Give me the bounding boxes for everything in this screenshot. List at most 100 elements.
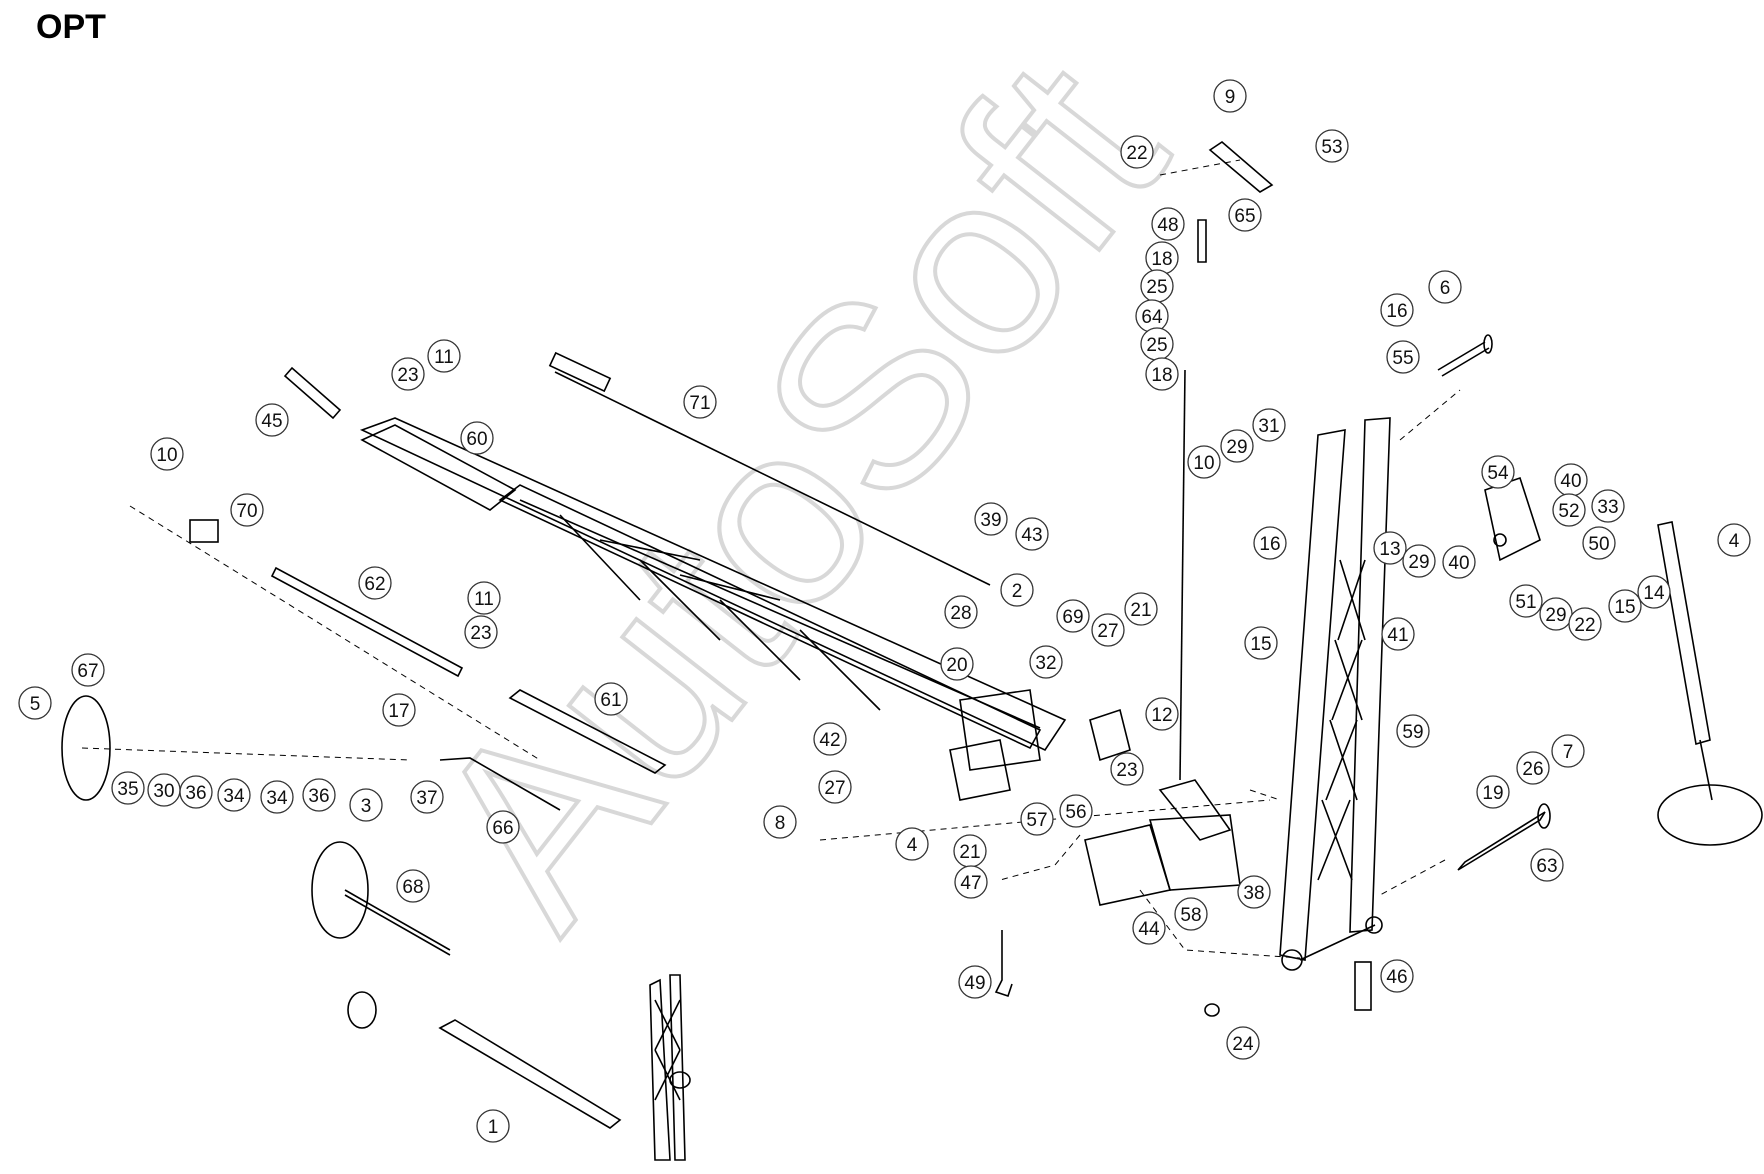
callout-44: 44: [1132, 911, 1166, 945]
beam-60: [360, 424, 517, 511]
callout-label: 30: [153, 781, 174, 802]
callout-59: 59: [1396, 714, 1430, 748]
callout-40: 40: [1442, 545, 1476, 579]
callout-circle: [683, 385, 717, 419]
callout-13: 13: [1373, 531, 1407, 565]
callout-10: 10: [150, 437, 184, 471]
callout-circle: [940, 647, 974, 681]
callout-circle: [974, 502, 1008, 536]
washer-24: [1204, 1003, 1220, 1017]
callout-23: 23: [1110, 752, 1144, 786]
callout-circle: [1220, 429, 1254, 463]
bracket-70: [189, 519, 219, 543]
callout-27: 27: [818, 770, 852, 804]
callout-25: 25: [1140, 327, 1174, 361]
callout-label: 46: [1386, 967, 1407, 988]
callout-42: 42: [813, 722, 847, 756]
callout-circle: [1442, 545, 1476, 579]
callout-circle: [895, 827, 929, 861]
callout-circle: [476, 1109, 510, 1143]
callout-36: 36: [179, 775, 213, 809]
callout-54: 54: [1481, 455, 1515, 489]
callout-37: 37: [410, 780, 444, 814]
callout-label: 11: [434, 347, 454, 368]
callout-label: 25: [1146, 335, 1167, 356]
callout-label: 29: [1545, 605, 1566, 626]
callout-circle: [1717, 523, 1751, 557]
callout-circle: [958, 965, 992, 999]
callout-62: 62: [358, 566, 392, 600]
callout-circle: [1056, 599, 1090, 633]
callout-label: 48: [1157, 215, 1178, 236]
callout-label: 25: [1146, 277, 1167, 298]
spring-48: [1197, 219, 1207, 263]
part-drawings: [61, 140, 1763, 1161]
callout-label: 42: [819, 730, 840, 751]
callout-circle: [1428, 270, 1462, 304]
callout-label: 40: [1448, 553, 1469, 574]
link-53: [1208, 140, 1274, 193]
callout-circle: [1386, 340, 1420, 374]
tube-61: [508, 689, 667, 774]
callout-circle: [1582, 526, 1616, 560]
callout-49: 49: [958, 965, 992, 999]
tower-59: [1279, 417, 1391, 971]
leader-lines: [81, 159, 1461, 959]
main-boom-arm: [359, 417, 1131, 801]
callout-label: 43: [1021, 525, 1042, 546]
callout-circle: [111, 771, 145, 805]
callout-circle: [1029, 645, 1063, 679]
callout-6: 6: [1428, 270, 1462, 304]
callout-65: 65: [1228, 198, 1262, 232]
callout-61: 61: [594, 682, 628, 716]
callout-19: 19: [1476, 775, 1510, 809]
disc-68: [311, 841, 451, 956]
callout-29: 29: [1539, 597, 1573, 631]
callout-circle: [1373, 531, 1407, 565]
callout-label: 68: [402, 877, 423, 898]
callout-60: 60: [460, 421, 494, 455]
callout-label: 65: [1234, 206, 1255, 227]
callout-label: 35: [117, 779, 138, 800]
callout-label: 34: [223, 786, 245, 807]
callout-circle: [1551, 734, 1585, 768]
callout-16: 16: [1380, 293, 1414, 327]
callout-label: 32: [1035, 653, 1056, 674]
callout-29: 29: [1402, 544, 1436, 578]
callout-18: 18: [1145, 357, 1179, 391]
callout-circle: [818, 770, 852, 804]
callout-circle: [763, 805, 797, 839]
callout-24: 24: [1226, 1026, 1260, 1060]
callout-circle: [954, 865, 988, 899]
callout-30: 30: [147, 773, 181, 807]
callout-label: 23: [1116, 760, 1137, 781]
pin-63: [1457, 803, 1551, 871]
callout-52: 52: [1552, 493, 1586, 527]
callouts: 9532265481825642518616551123456071312910…: [18, 79, 1751, 1143]
callout-10: 10: [1187, 445, 1221, 479]
callout-1: 1: [476, 1109, 510, 1143]
callout-56: 56: [1059, 794, 1093, 828]
callout-label: 22: [1574, 615, 1595, 636]
page-title: OPT: [36, 8, 106, 46]
callout-43: 43: [1015, 517, 1049, 551]
callout-label: 59: [1402, 722, 1423, 743]
callout-57: 57: [1020, 802, 1054, 836]
callout-circle: [1132, 911, 1166, 945]
callout-circle: [1591, 489, 1625, 523]
callout-11: 11: [467, 581, 501, 615]
callout-21: 21: [953, 834, 987, 868]
callout-64: 64: [1135, 299, 1169, 333]
callout-31: 31: [1252, 408, 1286, 442]
frame-58: [1084, 779, 1241, 906]
callout-circle: [255, 403, 289, 437]
callout-48: 48: [1151, 207, 1185, 241]
callout-label: 36: [185, 783, 206, 804]
callout-label: 21: [959, 842, 980, 863]
callout-29: 29: [1220, 429, 1254, 463]
callout-circle: [1568, 607, 1602, 641]
callout-34: 34: [217, 778, 251, 812]
callout-47: 47: [954, 865, 988, 899]
callout-26: 26: [1516, 751, 1550, 785]
